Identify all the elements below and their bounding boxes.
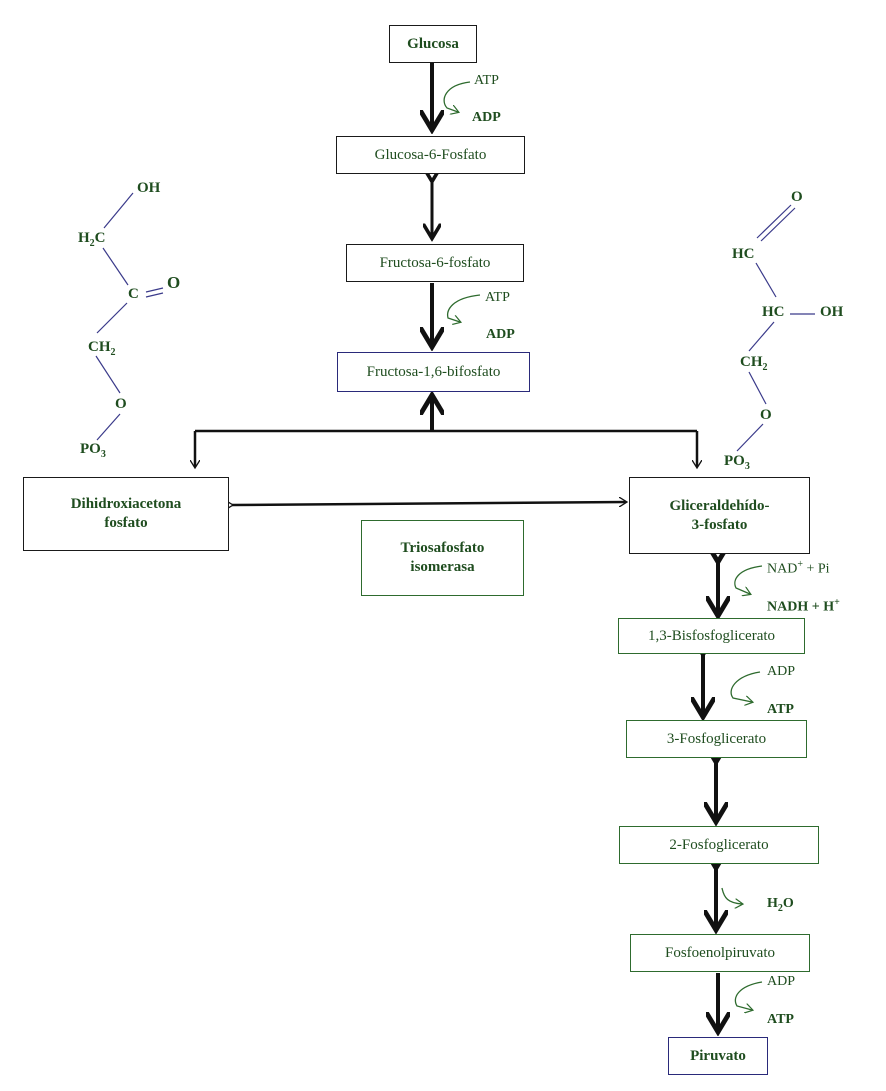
- g3p-label-line1: Gliceraldehído-: [669, 497, 770, 514]
- box-gliceraldehido-3-fosfato: Gliceraldehído- 3-fosfato: [629, 477, 810, 554]
- cofactor-nadh: NADH + H+: [767, 597, 840, 615]
- g3p-ch2: CH2: [740, 354, 768, 373]
- cofactor-curve-2: [447, 294, 481, 322]
- g3p-label-line2: 3-fosfato: [691, 516, 748, 533]
- box-glucosa: Glucosa: [389, 25, 477, 63]
- cofactor-adp-3: ADP: [767, 664, 796, 679]
- dhap-carbonyl-o: O: [167, 273, 181, 292]
- dhap-o-link: O: [115, 396, 127, 412]
- glucosa-label: Glucosa: [407, 35, 459, 52]
- g3p-hc-1: HC: [732, 246, 755, 262]
- dhap-oh: OH: [137, 180, 161, 196]
- g3p-po3: PO3: [724, 453, 750, 472]
- pg3-label: 3-Fosfoglicerato: [666, 730, 767, 747]
- bpg13-label: 1,3-Bisfosfoglicerato: [647, 627, 776, 644]
- box-2-fosfoglicerato: 2-Fosfoglicerato: [619, 826, 819, 864]
- g3p-hc-2: HC: [762, 304, 785, 320]
- dhap-ch2: CH2: [88, 339, 116, 358]
- cofactor-adp-4: ADP: [767, 974, 796, 989]
- dhap-h2c: H2C: [78, 230, 106, 249]
- tpi-label-line2: isomerasa: [410, 559, 475, 575]
- box-3-fosfoglicerato: 3-Fosfoglicerato: [626, 720, 807, 758]
- f16bp-label: Fructosa-1,6-bifosfato: [366, 363, 501, 380]
- g6p-label: Glucosa-6-Fosfato: [374, 146, 487, 163]
- cofactor-curve-3: [734, 565, 763, 594]
- box-fructosa-6-fosfato: Fructosa-6-fosfato: [346, 244, 524, 282]
- cofactor-adp-2: ADP: [486, 327, 515, 342]
- arrow-dhap-g3p: [232, 502, 626, 505]
- box-piruvato: Piruvato: [668, 1037, 768, 1075]
- cofactor-atp-4: ATP: [767, 1012, 794, 1027]
- cofactor-curve-6: [734, 981, 763, 1010]
- dhap-label-line2: fosfato: [104, 515, 148, 531]
- dhap-c: C: [128, 286, 139, 302]
- g3p-o-link: O: [760, 407, 772, 423]
- cofactor-adp-1: ADP: [472, 110, 501, 125]
- box-dihidroxiacetona-fosfato: Dihidroxiacetona fosfato: [23, 477, 229, 551]
- cofactor-curve-5: [721, 887, 742, 904]
- g3p-oh: OH: [820, 304, 844, 320]
- f6p-label: Fructosa-6-fosfato: [379, 254, 491, 271]
- piruvato-label: Piruvato: [690, 1047, 746, 1064]
- pg2-label: 2-Fosfoglicerato: [669, 836, 769, 853]
- box-fructosa-1-6-bifosfato: Fructosa-1,6-bifosfato: [337, 352, 530, 392]
- box-1-3-bisfosfoglicerato: 1,3-Bisfosfoglicerato: [618, 618, 805, 654]
- box-triosafosfato-isomerasa: Triosafosfato isomerasa: [361, 520, 524, 596]
- dhap-structure-bonds: [95, 192, 164, 441]
- box-glucosa-6-fosfato: Glucosa-6-Fosfato: [336, 136, 525, 174]
- cofactor-curve-1: [443, 81, 471, 112]
- dhap-po3: PO3: [80, 441, 106, 460]
- cofactor-nad-pi: NAD+ + Pi: [767, 559, 830, 577]
- tpi-label-line1: Triosafosfato: [400, 540, 485, 557]
- g3p-carbonyl-o: O: [791, 189, 803, 205]
- box-fosfoenolpiruvato: Fosfoenolpiruvato: [630, 934, 810, 972]
- cofactor-curve-4: [730, 671, 761, 702]
- cofactor-atp-3: ATP: [767, 702, 794, 717]
- cofactor-h2o: H2O: [767, 896, 794, 914]
- g3p-structure-bonds: [736, 204, 815, 452]
- dhap-label-line1: Dihidroxiacetona: [70, 496, 182, 513]
- pep-label: Fosfoenolpiruvato: [665, 944, 775, 961]
- cofactor-atp-2: ATP: [485, 290, 510, 305]
- cofactor-atp-1: ATP: [474, 73, 499, 88]
